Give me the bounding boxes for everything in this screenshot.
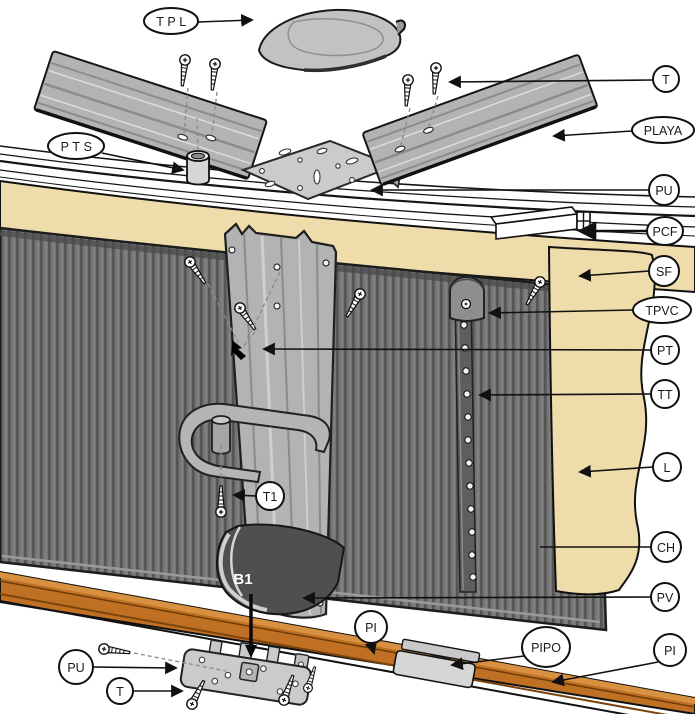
pts-sleeve [186,150,210,186]
base-plate-bottom [97,639,320,712]
svg-text:T: T [662,73,670,87]
svg-text:TT: TT [657,388,673,402]
svg-text:PIPO: PIPO [531,641,561,655]
svg-text:PLAYA: PLAYA [644,124,683,138]
callout-pi-mid: PI [354,610,388,655]
pcf-profile [489,206,591,240]
svg-text:SF: SF [656,265,672,279]
liner-side [547,245,656,596]
svg-text:PTS: PTS [61,140,96,154]
callout-pu-top: PU [370,174,680,206]
callout-pcf: PCF [577,216,684,246]
svg-text:L: L [664,461,671,475]
pt-impact-mark [231,340,246,360]
callout-tt: TT [478,379,680,409]
callout-ch: CH [540,531,682,563]
rail-connector [392,638,481,689]
callout-pt: PT [262,335,680,365]
svg-text:PT: PT [657,344,673,358]
top-rail-right [362,54,598,186]
callout-t-bottom: T [106,677,184,705]
bottom-rail [0,570,695,714]
callout-t-top: T [448,65,680,93]
b1-to-plate-arrow [245,594,257,658]
callout-l: L [578,452,682,482]
svg-text:PU: PU [655,184,672,198]
callout-pu-bottom: PU [58,649,178,685]
b1-mark: B1 [233,571,252,588]
svg-text:TPVC: TPVC [645,304,678,318]
tpl-cap [257,8,406,73]
svg-text:T1: T1 [263,490,278,504]
svg-text:PU: PU [67,661,84,675]
svg-text:TPL: TPL [156,15,189,29]
top-rail-left [33,50,268,180]
svg-text:PCF: PCF [653,225,678,239]
callout-tpl: TPL [143,7,254,35]
tpvc-cap [449,275,485,322]
callout-pipo: PIPO [450,626,571,671]
svg-text:PI: PI [664,644,676,658]
t1-screw [215,445,227,518]
callout-sf: SF [578,255,680,287]
callout-pts: PTS [47,132,185,175]
callout-pi-right: PI [551,633,687,687]
post-bracket [178,402,331,484]
svg-text:T: T [116,685,124,699]
callout-tpvc: TPVC [488,296,692,324]
svg-text:CH: CH [657,541,675,555]
wall-screws [182,254,548,347]
svg-text:PI: PI [365,621,377,635]
svg-text:PV: PV [657,591,674,605]
callout-t1: T1 [232,481,285,511]
callout-playa: PLAYA [552,116,695,144]
callout-pv: PV [302,582,680,612]
